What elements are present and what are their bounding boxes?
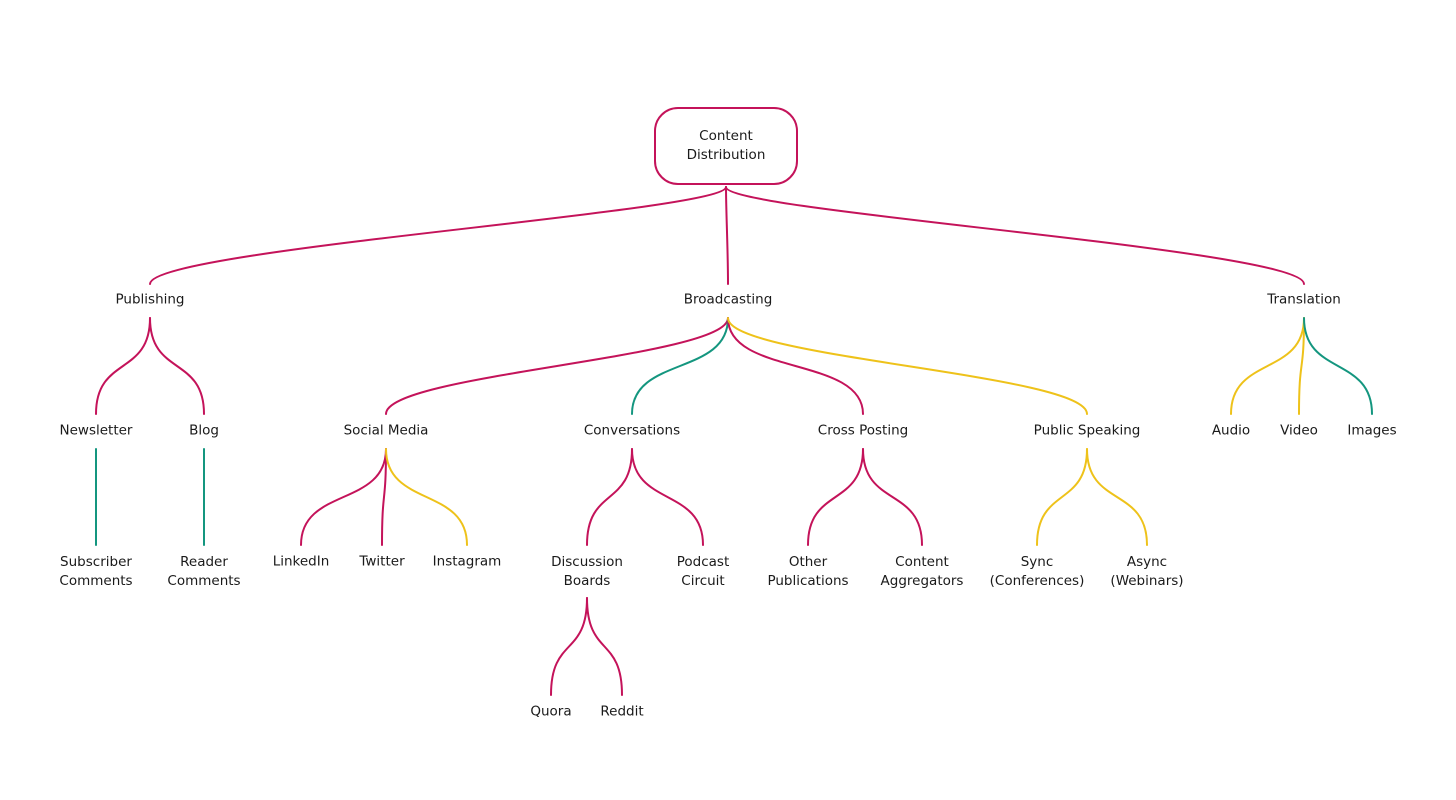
- node-label-line: Distribution: [686, 147, 766, 163]
- node-label-line: Aggregators: [880, 573, 964, 589]
- edge-root-to-publishing: [149, 186, 727, 285]
- node-label-line: Comments: [167, 573, 241, 589]
- node-label-line: Publications: [767, 573, 849, 589]
- edge-publishing-to-newsletter: [95, 317, 151, 415]
- edge-discussion-boards-to-reddit: [586, 597, 623, 696]
- node-cross-posting: Cross Posting: [817, 422, 909, 439]
- root-node-box: [654, 107, 798, 185]
- node-broadcasting: Broadcasting: [683, 291, 773, 308]
- node-discussion-boards: Discussion Boards: [551, 553, 623, 591]
- node-sync-conferences: Sync (Conferences): [990, 553, 1085, 591]
- edge-publishing-to-blog: [149, 317, 205, 415]
- edge-public-speaking-to-sync: [1036, 448, 1088, 546]
- edge-root-to-translation: [725, 186, 1305, 285]
- node-content-aggregators: Content Aggregators: [881, 553, 964, 591]
- node-other-publications: Other Publications: [767, 553, 848, 591]
- edge-translation-to-video: [1298, 317, 1305, 415]
- node-subscriber-comments: Subscriber Comments: [59, 553, 132, 591]
- node-label-line: Discussion: [551, 554, 623, 570]
- node-newsletter: Newsletter: [59, 422, 133, 439]
- node-public-speaking: Public Speaking: [1033, 422, 1141, 439]
- edge-conversations-to-podcast-circuit: [631, 448, 704, 546]
- node-label-line: Sync: [1020, 554, 1054, 570]
- edge-translation-to-audio: [1230, 317, 1305, 415]
- node-label-line: Other: [788, 554, 828, 570]
- node-quora: Quora: [530, 703, 572, 720]
- edge-broadcasting-to-cross-posting: [727, 317, 864, 415]
- node-social-media: Social Media: [343, 422, 429, 439]
- node-label-line: Boards: [563, 573, 611, 589]
- node-conversations: Conversations: [583, 422, 681, 439]
- edge-translation-to-images: [1303, 317, 1373, 415]
- node-reddit: Reddit: [600, 703, 644, 720]
- node-label-line: Async: [1126, 554, 1168, 570]
- node-async-webinars: Async (Webinars): [1110, 553, 1183, 591]
- edge-public-speaking-to-async: [1086, 448, 1148, 546]
- node-audio: Audio: [1211, 422, 1251, 439]
- node-video: Video: [1280, 422, 1318, 439]
- node-twitter: Twitter: [359, 553, 405, 570]
- node-reader-comments: Reader Comments: [167, 553, 240, 591]
- edge-social-media-to-linkedin: [300, 448, 387, 546]
- node-linkedin: LinkedIn: [272, 553, 330, 570]
- edge-discussion-boards-to-quora: [550, 597, 588, 696]
- node-content-distribution: Content Distribution: [687, 127, 766, 165]
- edge-broadcasting-to-public-speaking: [727, 317, 1088, 415]
- node-label-line: (Webinars): [1110, 573, 1184, 589]
- node-label-line: Subscriber: [60, 554, 132, 570]
- node-label-line: Circuit: [681, 573, 725, 589]
- edge-root-to-broadcasting: [725, 186, 729, 285]
- node-blog: Blog: [189, 422, 219, 439]
- node-label-line: Content: [895, 554, 949, 570]
- edge-cross-posting-to-other-publications: [807, 448, 864, 546]
- node-label-line: (Conferences): [989, 573, 1085, 589]
- edge-social-media-to-twitter: [381, 448, 387, 546]
- node-images: Images: [1347, 422, 1397, 439]
- node-translation: Translation: [1267, 291, 1341, 308]
- edge-social-media-to-instagram: [385, 448, 468, 546]
- node-label-line: Content: [699, 128, 753, 144]
- node-label-line: Reader: [180, 554, 228, 570]
- node-podcast-circuit: Podcast Circuit: [677, 553, 730, 591]
- edge-cross-posting-to-content-aggregators: [862, 448, 923, 546]
- node-instagram: Instagram: [432, 553, 502, 570]
- edge-broadcasting-to-social-media: [385, 317, 729, 415]
- edge-conversations-to-discussion-boards: [586, 448, 633, 546]
- node-label-line: Comments: [59, 573, 133, 589]
- edge-broadcasting-to-conversations: [631, 317, 729, 415]
- node-label-line: Podcast: [676, 554, 730, 570]
- node-publishing: Publishing: [115, 291, 185, 308]
